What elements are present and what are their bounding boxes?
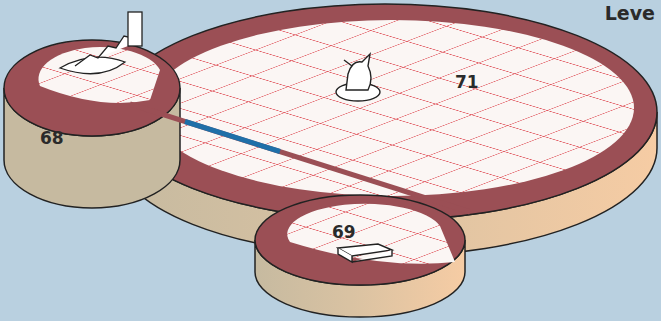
- stairs-icon: [60, 12, 142, 74]
- statue-icon: [336, 54, 380, 101]
- wall: [130, 104, 470, 212]
- left-platform: [4, 40, 180, 208]
- box-icon: [338, 244, 392, 262]
- room-number: 68: [40, 130, 64, 147]
- level-title: Leve: [605, 4, 655, 23]
- bottom-platform: [255, 195, 465, 317]
- room-number: 71: [455, 74, 479, 91]
- room-number: 69: [332, 224, 356, 241]
- door: [185, 122, 280, 152]
